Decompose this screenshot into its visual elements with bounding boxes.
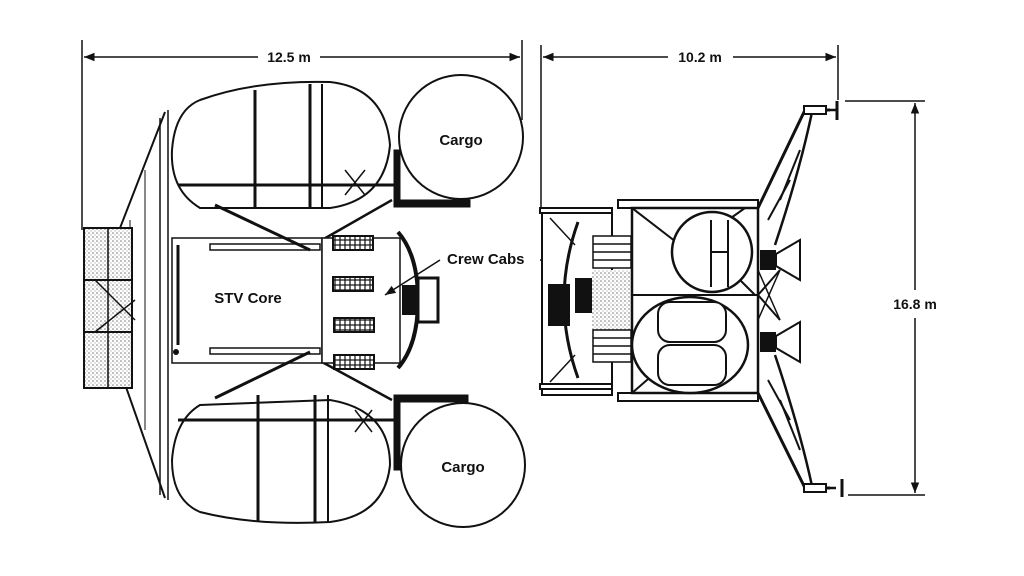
landing-leg-top [756, 101, 839, 246]
window-grid [332, 276, 374, 292]
window-grid [333, 317, 375, 333]
louver-bottom [592, 329, 632, 363]
dimension-label-height-right: 16.8 m [893, 296, 937, 312]
dimension-10-2m: 10.2 m [540, 45, 839, 210]
label-stv-core: STV Core [214, 290, 282, 307]
window-grid [333, 354, 375, 370]
leader-line-crew-left [384, 259, 441, 296]
propellant-tank-top [170, 80, 395, 209]
window-grid [332, 235, 374, 251]
dimension-label-width-left: 12.5 m [267, 49, 311, 65]
dimension-16-8m: 16.8 m [845, 100, 937, 496]
louver-top [592, 235, 632, 269]
label-crew-cabs: Crew Cabs [447, 251, 525, 268]
cargo-bottom: Cargo [393, 394, 526, 528]
lander-right-view [539, 101, 844, 497]
dimension-12-5m: 12.5 m [81, 40, 523, 230]
landing-leg-bottom [756, 354, 844, 497]
crew-module [321, 230, 440, 370]
cargo-top: Cargo [393, 74, 524, 208]
propellant-tank-bottom [170, 395, 395, 524]
stv-left-view: STV Core Cargo Cargo Crew Cabs [83, 74, 526, 528]
stv-core: STV Core [171, 198, 393, 402]
solar-panel-array [83, 227, 136, 389]
engine-top [760, 238, 801, 282]
label-cargo-bottom: Cargo [441, 459, 484, 476]
crew-cabs-callout: Crew Cabs [447, 251, 525, 268]
dimension-label-width-right: 10.2 m [678, 49, 722, 65]
engine-bottom [760, 320, 801, 364]
label-cargo-top: Cargo [439, 132, 482, 149]
